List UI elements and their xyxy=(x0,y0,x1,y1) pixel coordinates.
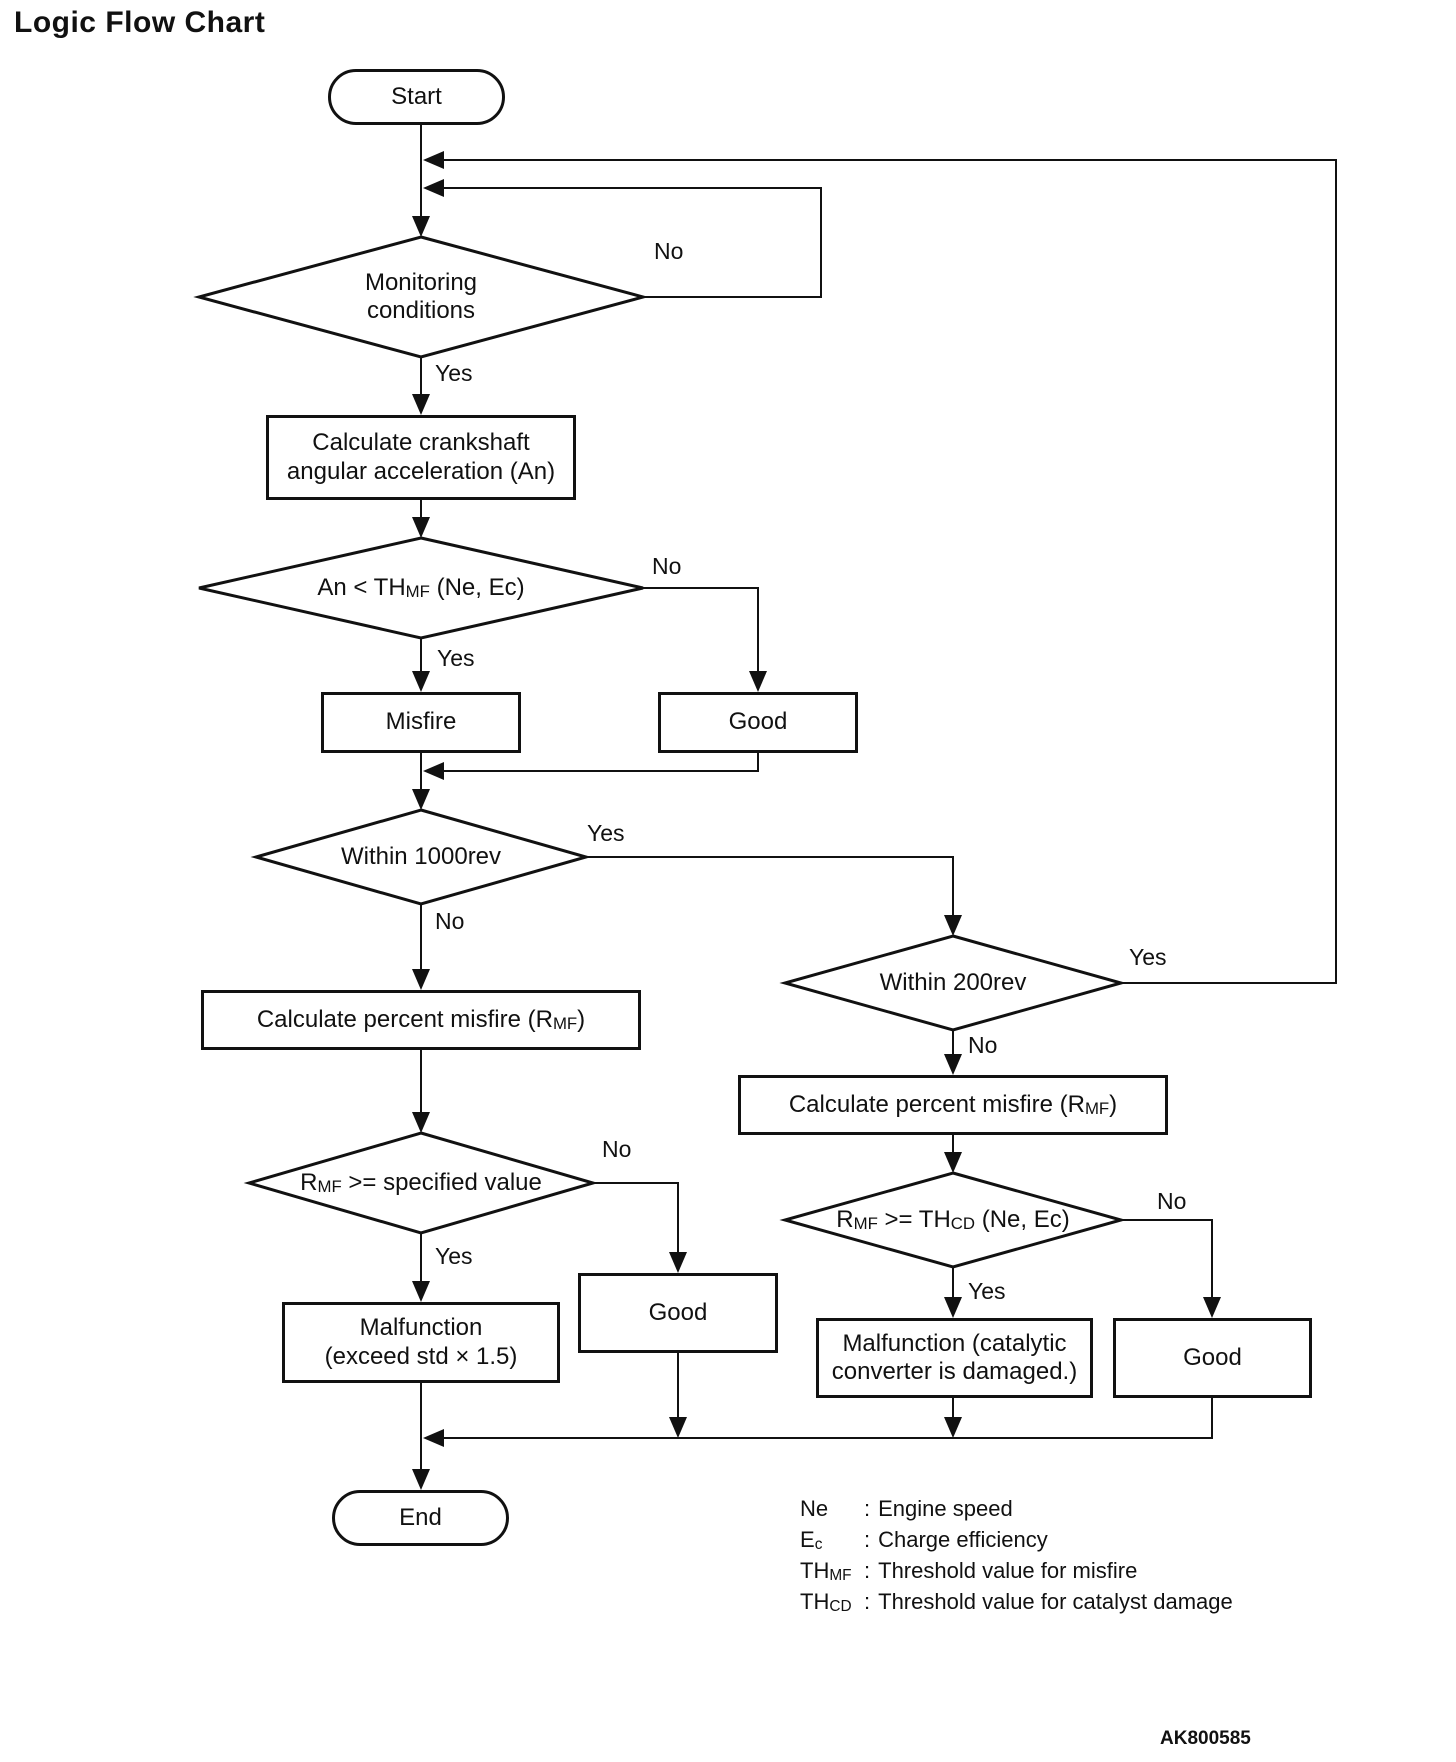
legend-term-thcd: THCD xyxy=(800,1589,852,1615)
arrow-into-spec-diamond xyxy=(412,1112,430,1133)
legend-row-ec: Ec : Charge efficiency xyxy=(800,1527,1048,1553)
legend-row-ne: Ne : Engine speed xyxy=(800,1496,1013,1521)
arrow-into-good1 xyxy=(749,671,767,692)
rmf-specified-label: RMF >= specified value xyxy=(300,1168,542,1196)
an-threshold-label: An < THMF (Ne, Ec) xyxy=(317,573,525,601)
arrow-into-good2 xyxy=(669,1252,687,1273)
within1000-no-label: No xyxy=(433,908,467,935)
within1000-yes-label: Yes xyxy=(585,820,627,847)
legend-def-ec: Charge efficiency xyxy=(878,1527,1048,1552)
edge-loop-within200-yes xyxy=(444,159,1337,984)
arrow-loop1-into-line xyxy=(423,151,444,169)
malfunction-std-box: Malfunction(exceed std × 1.5) xyxy=(282,1302,560,1383)
edge-good3-merge xyxy=(444,1398,1213,1439)
legend-term-ne: Ne xyxy=(800,1496,829,1521)
arrow-into-calc-left xyxy=(412,969,430,990)
arrow-into-calc-an xyxy=(412,394,430,415)
within200-no-label: No xyxy=(966,1032,1000,1059)
diamond-rmf-thcd xyxy=(779,1171,1127,1269)
legend: Ne : Engine speed Ec : Charge efficiency… xyxy=(800,1496,1233,1620)
start-terminal: Start xyxy=(328,69,505,125)
an-yes-label: Yes xyxy=(435,645,477,672)
diamond-within-200rev xyxy=(779,934,1127,1032)
thcd-no-label: No xyxy=(1155,1188,1189,1215)
legend-row-thmf: THMF : Threshold value for misfire xyxy=(800,1558,1138,1584)
start-label: Start xyxy=(391,82,442,110)
an-no-label: No xyxy=(650,553,684,580)
monitoring-yes-label: Yes xyxy=(433,360,475,387)
arrow-good1-into-line xyxy=(423,762,444,780)
calc-percent-misfire-left-box: Calculate percent misfire (RMF) xyxy=(201,990,641,1050)
arrow-into-calc-right xyxy=(944,1054,962,1075)
spec-yes-label: Yes xyxy=(433,1243,475,1270)
edge-loop-monitoring-no xyxy=(444,187,822,298)
diamond-rmf-specified xyxy=(243,1131,599,1235)
calc-percent-misfire-right-box: Calculate percent misfire (RMF) xyxy=(738,1075,1168,1135)
arrow-into-within1000 xyxy=(412,789,430,810)
edge-an-no xyxy=(643,587,759,671)
good-box-3: Good xyxy=(1113,1318,1312,1398)
arrow-into-misfire xyxy=(412,671,430,692)
arrow-into-an-diamond xyxy=(412,517,430,538)
thcd-yes-label: Yes xyxy=(966,1278,1008,1305)
misfire-box: Misfire xyxy=(321,692,521,753)
arrow-into-malf-std xyxy=(412,1281,430,1302)
edge-within1000-yes xyxy=(586,856,954,915)
diamond-within-1000rev xyxy=(250,808,592,906)
arrow-good2-into-merge xyxy=(669,1417,687,1438)
arrow-merge-into-line xyxy=(423,1429,444,1447)
arrow-malfcat-into-merge xyxy=(944,1417,962,1438)
end-label: End xyxy=(399,1503,442,1531)
diamond-an-threshold xyxy=(198,536,644,640)
rmf-thcd-label: RMF >= THCD (Ne, Ec) xyxy=(836,1205,1070,1233)
document-code: AK800585 xyxy=(1160,1728,1251,1749)
within-200rev-label: Within 200rev xyxy=(879,968,1027,996)
page-title: Logic Flow Chart xyxy=(14,6,266,39)
arrow-into-malf-cat xyxy=(944,1297,962,1318)
arrow-loop2-into-line xyxy=(423,179,444,197)
arrow-into-end xyxy=(412,1469,430,1490)
legend-row-thcd: THCD : Threshold value for catalyst dama… xyxy=(800,1589,1233,1615)
end-terminal: End xyxy=(332,1490,509,1546)
monitoring-no-label: No xyxy=(652,238,686,265)
within-1000rev-label: Within 1000rev xyxy=(340,842,502,870)
arrow-into-monitoring xyxy=(412,216,430,237)
edge-good1-merge xyxy=(444,753,759,772)
good-box-1: Good xyxy=(658,692,858,753)
edge-spec-no xyxy=(593,1182,679,1252)
arrow-into-thcd-diamond xyxy=(944,1152,962,1173)
legend-term-ec: Ec xyxy=(800,1527,823,1553)
good-box-2: Good xyxy=(578,1273,778,1353)
arrow-into-within200 xyxy=(944,915,962,936)
spec-no-label: No xyxy=(600,1136,634,1163)
diamond-monitoring-conditions xyxy=(193,235,649,359)
arrow-into-good3 xyxy=(1203,1297,1221,1318)
legend-def-thcd: Threshold value for catalyst damage xyxy=(878,1589,1233,1614)
legend-def-ne: Engine speed xyxy=(878,1496,1013,1521)
legend-term-thmf: THMF xyxy=(800,1558,852,1584)
legend-def-thmf: Threshold value for misfire xyxy=(878,1558,1138,1583)
within200-yes-label: Yes xyxy=(1127,944,1169,971)
edge-thcd-no xyxy=(1121,1219,1213,1297)
